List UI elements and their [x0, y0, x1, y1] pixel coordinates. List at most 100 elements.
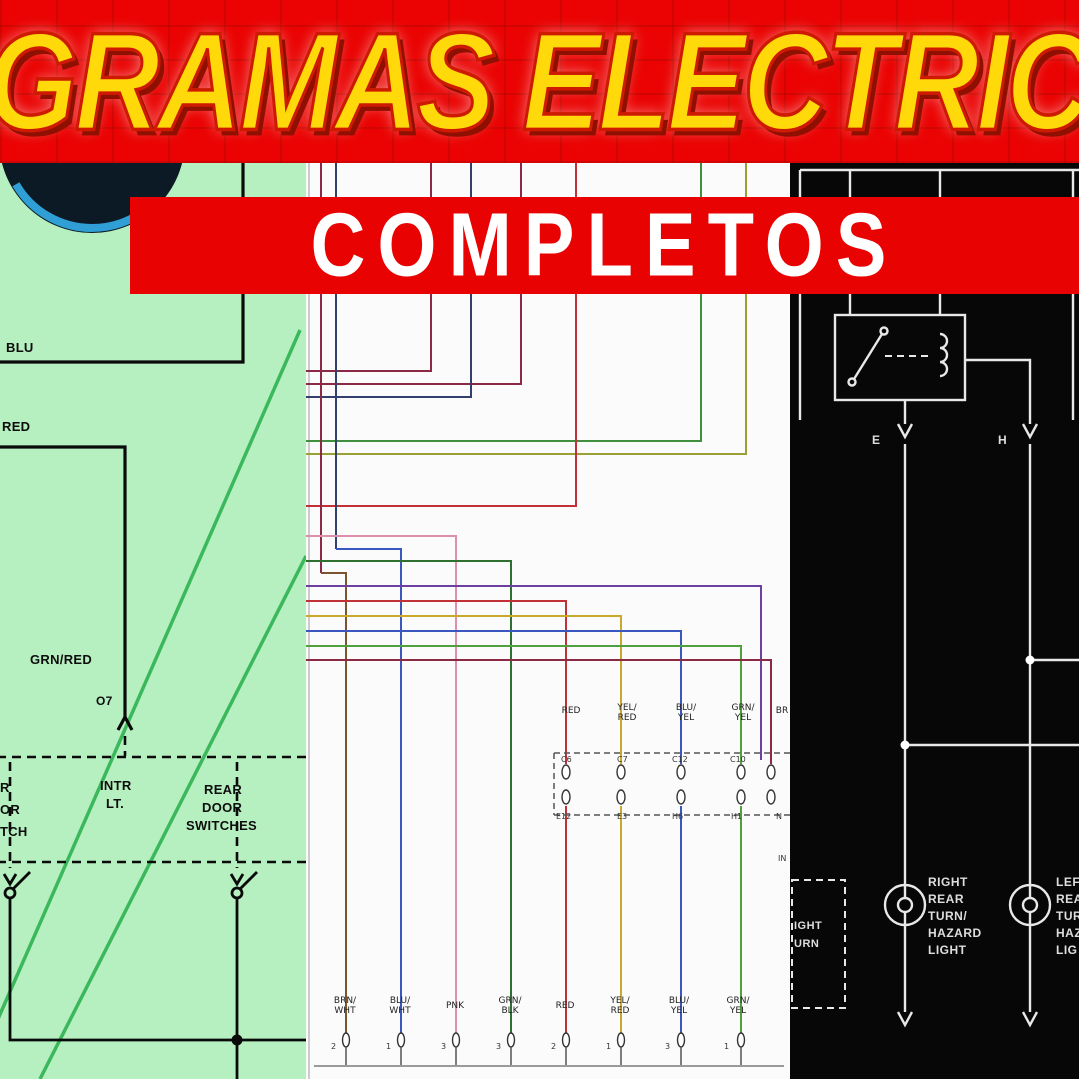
wire-label-grn-red: GRN/RED [30, 652, 93, 667]
wire-color-label: RED [551, 706, 591, 716]
connector-pin-id: H6 [672, 812, 684, 821]
wire-purple [306, 585, 762, 760]
bottom-pin-icon [561, 1032, 571, 1048]
connector-arrow-icon [116, 713, 134, 731]
pin-number: 1 [386, 1042, 392, 1051]
connector-pin-id: C12 [672, 755, 688, 764]
wire-label-line: WHT [334, 1006, 356, 1016]
pin-icon [676, 789, 686, 805]
wire-grn-yel [306, 645, 742, 764]
wire-color-label: YEL/ RED [607, 703, 647, 723]
terminal-arrow-icon [896, 1011, 914, 1028]
lamp-label: REAR [928, 892, 965, 906]
bottom-pin-icon [341, 1032, 351, 1048]
switch-blade-icon [239, 871, 258, 890]
bottom-pin-icon [676, 1032, 686, 1048]
pin-number: 2 [551, 1042, 557, 1051]
wire-yel-red [306, 615, 622, 764]
wire-color-label: YEL/ RED [598, 996, 642, 1016]
junction-dot [1025, 655, 1035, 665]
lamp-label: HAZARD [928, 926, 982, 940]
component-box-label: IGHT [794, 920, 823, 932]
lamp-label: LIGHT [928, 943, 967, 957]
switch-blade-icon [12, 871, 31, 890]
connector-pin-id: C7 [617, 755, 628, 764]
wire-label-line: GRN/ [731, 703, 755, 713]
wire-color-label: BRN/ WHT [323, 996, 367, 1016]
terminal-label-e: E [872, 433, 881, 447]
wire-label-line: GRN/ [498, 996, 522, 1006]
ground-bus-line [8, 898, 306, 1042]
pin-icon [561, 789, 571, 805]
pin-icon [736, 764, 746, 780]
wire-grn-blk [306, 560, 512, 1034]
connector-pin-id: H1 [731, 812, 743, 821]
wire-label-line: RED [610, 1006, 630, 1016]
pin-number: 3 [496, 1042, 502, 1051]
wire-color-label: GRN/ BLK [488, 996, 532, 1016]
relay-coil-icon [939, 332, 949, 378]
rear-door-switches-label: REAR [204, 782, 243, 797]
connector-label-o7: O7 [96, 694, 113, 708]
red-wire-line [0, 445, 127, 718]
wire-label-red: RED [2, 419, 31, 434]
pin-icon [616, 789, 626, 805]
wire-label-line: YEL [670, 1006, 688, 1016]
pin-number: 2 [331, 1042, 337, 1051]
panel-white-diagram [306, 0, 790, 1079]
lamp-label: TURN/ [928, 909, 968, 923]
wire-color-label: GRN/ YEL [723, 703, 763, 723]
connector-pin-id: E3 [617, 812, 628, 821]
bottom-pin-icon [736, 1032, 746, 1048]
wire-label-line: YEL/ [617, 703, 637, 713]
wire-label-line: RED [555, 1001, 575, 1011]
subtitle-text: COMPLETOS [310, 195, 899, 296]
junction-dot [231, 1034, 243, 1046]
terminal-arrow-icon [896, 423, 914, 440]
pin-icon [736, 789, 746, 805]
wire-color-label: PNK [433, 1001, 477, 1011]
intr-lt-label: LT. [106, 796, 124, 811]
relay-contact-icon [879, 326, 889, 336]
lamp-label: TUR [1056, 909, 1079, 923]
cropped-switch-label: R [0, 780, 10, 795]
bottom-pin-icon [506, 1032, 516, 1048]
top-banner: GRAMAS ELECTRIC [0, 0, 1079, 163]
wire-label-line: BRN/ [333, 996, 357, 1006]
green-wire-diagonal [38, 555, 306, 1079]
green-wire-diagonal [0, 329, 302, 1019]
wire-label-line: RED [617, 713, 637, 723]
pin-number: 3 [441, 1042, 447, 1051]
wire-brn-wht [321, 572, 347, 1034]
wire-label-line: WHT [389, 1006, 411, 1016]
rear-door-switches-label: SWITCHES [186, 818, 258, 833]
wire-label-line: YEL [729, 1006, 747, 1016]
cropped-switch-label: TCH [0, 824, 28, 839]
wire-label-line: YEL/ [610, 996, 630, 1006]
lamp-label: LEF [1056, 875, 1079, 889]
wire-color-label: BLU/ YEL [666, 703, 706, 723]
rear-door-switches-label: DOOR [202, 800, 243, 815]
wire-color-label: BR [774, 706, 790, 716]
connector-pin-id: C6 [561, 755, 572, 764]
cropped-switch-label: OR [0, 802, 21, 817]
terminal-arrow-icon [1021, 1011, 1039, 1028]
wire-label-line: BLU/ [675, 703, 697, 713]
panel-black-diagram [790, 0, 1079, 1079]
wire-blu-wht [336, 548, 402, 1034]
connector-pin-id: C10 [730, 755, 746, 764]
lamp-label: REA [1056, 892, 1079, 906]
component-box-label: URN [794, 938, 820, 950]
relay-blade-icon [852, 333, 884, 380]
wire-label-line: BR [775, 706, 789, 716]
wire-color-label: RED [543, 1001, 587, 1011]
terminal-label-h: H [998, 433, 1008, 447]
wire-label-blu: BLU [6, 340, 34, 355]
wire-label-line: PNK [445, 1001, 465, 1011]
relay-contact-icon [847, 377, 857, 387]
wire-color-label: BLU/ WHT [378, 996, 422, 1016]
main-title: GRAMAS ELECTRIC [0, 3, 1079, 162]
wire-color-label: BLU/ YEL [657, 996, 701, 1016]
intr-lt-label: INTR [100, 778, 132, 793]
